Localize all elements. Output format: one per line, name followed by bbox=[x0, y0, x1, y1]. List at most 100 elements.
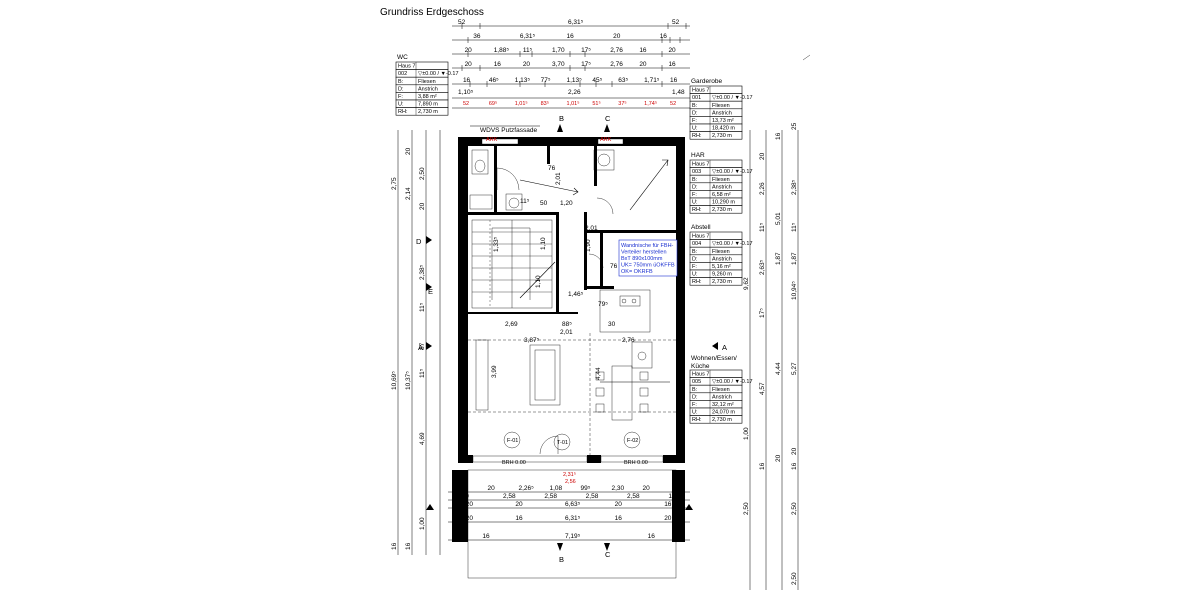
room-stamp-value: Anstrich bbox=[712, 184, 732, 190]
room-stamp-key: B: bbox=[692, 249, 698, 255]
room-stamp-value: 9,260 m bbox=[712, 272, 732, 278]
room-stamp-key: 005 bbox=[692, 379, 701, 385]
doors bbox=[496, 167, 614, 455]
room-stamp-cell bbox=[689, 205, 743, 214]
bottom-dim-value: 20 bbox=[643, 485, 651, 492]
room-stamp-value: Fliesen bbox=[712, 177, 730, 183]
inner-dim-value: 11⁵ bbox=[520, 198, 530, 205]
room-stamp-key: D: bbox=[692, 184, 698, 190]
right-dim-value: 2,50 bbox=[791, 502, 798, 515]
room-stamp-value: ▽±0.00 / ▼-0.17 bbox=[712, 95, 753, 101]
right-dim-value: 5,27 bbox=[791, 362, 798, 375]
red-dim-1: 2,31⁵ bbox=[563, 471, 576, 478]
note-line: Verteiler herstellen bbox=[621, 250, 667, 256]
top-dim-red-value: 1,01⁵ bbox=[567, 100, 580, 107]
room-stamp-key: Haus 7 bbox=[398, 64, 415, 70]
dashed-ceiling-lines bbox=[468, 333, 676, 455]
room-stamp-value: 5,16 m² bbox=[712, 264, 731, 270]
room-stamp-key: D: bbox=[692, 256, 698, 262]
top-dim-value: 16 bbox=[567, 33, 575, 40]
inner-dim-value: 3,99 bbox=[491, 365, 498, 378]
room-stamp-key: U: bbox=[692, 272, 698, 278]
t01-label: T-01 bbox=[557, 440, 568, 446]
inner-dim-value: 76 bbox=[610, 263, 618, 270]
room-stamp-cell bbox=[395, 107, 449, 116]
top-dim-value: 2,26 bbox=[568, 89, 581, 96]
bottom-dimension-chain bbox=[448, 491, 690, 541]
bottom-dim-value: 2,58 bbox=[544, 493, 557, 500]
top-dim-value: 63⁵ bbox=[618, 77, 628, 84]
right-dim-value: 2,63⁵ bbox=[759, 259, 766, 275]
inner-dim-value: 1,90 bbox=[585, 239, 592, 252]
top-dim-value: 16 bbox=[494, 61, 502, 68]
bottom-dim-value: 20 bbox=[466, 515, 474, 522]
right-dim-value: 2,50 bbox=[791, 572, 798, 585]
top-dim-value: 6,31⁵ bbox=[520, 33, 536, 40]
room-stamp-key: U: bbox=[692, 410, 698, 416]
top-dimension-chain bbox=[452, 23, 690, 109]
top-dim-value: 36 bbox=[473, 33, 481, 40]
room-stamp-value: Anstrich bbox=[712, 110, 732, 116]
right-dim-value: 16 bbox=[791, 462, 798, 470]
top-dim-value: 16 bbox=[639, 47, 647, 54]
bottom-dim-value: 16 bbox=[615, 515, 623, 522]
right-dim-value: 17⁵ bbox=[759, 308, 766, 318]
left-dim-value: 16 bbox=[391, 542, 398, 550]
inner-dim-value: 4,44 bbox=[595, 367, 602, 380]
top-dim-value: 20 bbox=[668, 47, 676, 54]
room-stamp-value: Fliesen bbox=[712, 103, 730, 109]
top-dim-red-value: 1,74⁵ bbox=[644, 100, 657, 107]
top-dim-value: 1,10⁵ bbox=[458, 89, 474, 96]
living-furniture bbox=[475, 289, 653, 421]
room-stamp-key: D: bbox=[692, 394, 698, 400]
inner-dim-value: 76 bbox=[548, 165, 556, 172]
room-stamp-key: 002 bbox=[398, 71, 407, 77]
room-stamp-key: Haus 7 bbox=[692, 372, 709, 378]
room-stamp-key: U: bbox=[692, 200, 698, 206]
note-line: BxT 890x100mm bbox=[621, 256, 663, 262]
room-stamp-value: 32,12 m² bbox=[712, 402, 734, 408]
room-stamp-key: Haus 7 bbox=[692, 162, 709, 168]
bottom-dim-value: 20 bbox=[615, 501, 623, 508]
facade-label: WDVS Putzfassade bbox=[480, 127, 537, 134]
room-stamp-key: B: bbox=[692, 177, 698, 183]
inner-dim-value: 1,33⁵ bbox=[493, 236, 500, 252]
ark-label-1: ARK bbox=[486, 137, 498, 143]
room-stamp-value: 2,730 m bbox=[712, 279, 732, 285]
room-name: WC bbox=[397, 54, 408, 61]
room-stamp-key: Haus 7 bbox=[692, 88, 709, 94]
staircase bbox=[471, 219, 553, 309]
section-a-right: A bbox=[722, 343, 727, 352]
left-dim-value: 16 bbox=[405, 542, 412, 550]
bottom-dim-value: 2,26⁵ bbox=[519, 485, 535, 492]
right-dim-value: 2,50 bbox=[743, 502, 750, 515]
top-dim-red-value: 52 bbox=[670, 101, 676, 107]
room-stamp-key: RH: bbox=[692, 417, 702, 423]
right-dim-value: 20 bbox=[759, 152, 766, 160]
room-stamp-value: Anstrich bbox=[712, 256, 732, 262]
room-stamp-value: 2,730 m bbox=[712, 133, 732, 139]
room-stamp-cell bbox=[689, 415, 743, 424]
room-stamp-key: D: bbox=[398, 86, 404, 92]
room-stamp-value: Anstrich bbox=[418, 86, 438, 92]
inner-dim-value: 50 bbox=[540, 200, 548, 207]
wc-fixtures bbox=[469, 149, 523, 211]
top-dim-red-value: 1,01⁵ bbox=[515, 100, 528, 107]
room-stamp-cell bbox=[689, 131, 743, 140]
room-stamp-key: B: bbox=[398, 79, 404, 85]
inner-dim-value: 1,10 bbox=[535, 275, 542, 288]
top-dim-value: 1,13⁵ bbox=[567, 77, 583, 84]
section-e: E bbox=[428, 287, 433, 296]
bottom-dim-value: 16 bbox=[515, 515, 523, 522]
bottom-dim-value: 20 bbox=[488, 485, 496, 492]
top-dim-value: 1,88⁵ bbox=[494, 47, 510, 54]
room-stamp-value: Anstrich bbox=[712, 394, 732, 400]
top-dim-value: 17⁵ bbox=[581, 47, 591, 54]
f02-marker bbox=[623, 431, 641, 449]
